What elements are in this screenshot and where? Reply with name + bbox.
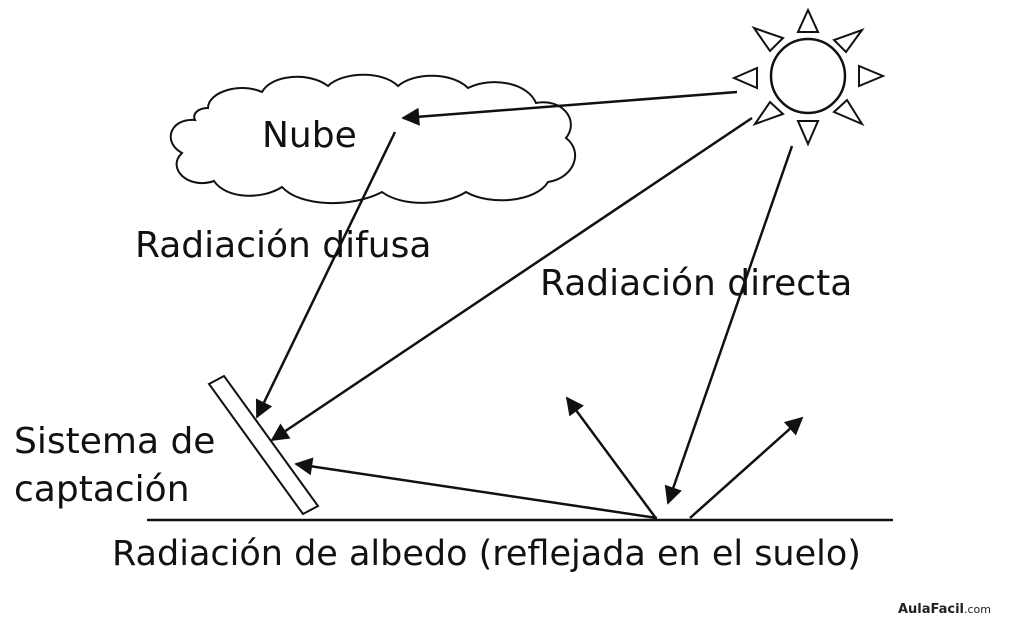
cloud-icon [169,73,577,205]
arrow-direct-to-ground [664,145,794,505]
arrow-reflected-right [689,416,804,519]
sun-icon [731,7,886,147]
label-collection-system: Sistema de captación [14,418,215,514]
label-diffuse-radiation: Radiación difusa [135,225,432,266]
arrow-reflected-left [565,396,657,518]
label-cloud: Nube [262,115,357,156]
watermark-brand: AulaFacil [897,602,964,617]
label-collection-system-line2: captación [14,469,190,510]
watermark-logo: AulaFacil.com [898,602,991,617]
arrow-sun-to-cloud [401,90,738,126]
arrow-diffuse-radiation [255,131,397,419]
label-collection-system-line1: Sistema de [14,421,216,462]
label-albedo-radiation: Radiación de albedo (reflejada en el sue… [112,534,861,574]
label-direct-radiation: Radiación directa [540,263,853,304]
watermark-suffix: .com [964,603,991,616]
arrow-albedo-to-collector [294,457,658,520]
arrow-direct-to-collector [270,116,753,442]
collector-panel [207,374,320,516]
